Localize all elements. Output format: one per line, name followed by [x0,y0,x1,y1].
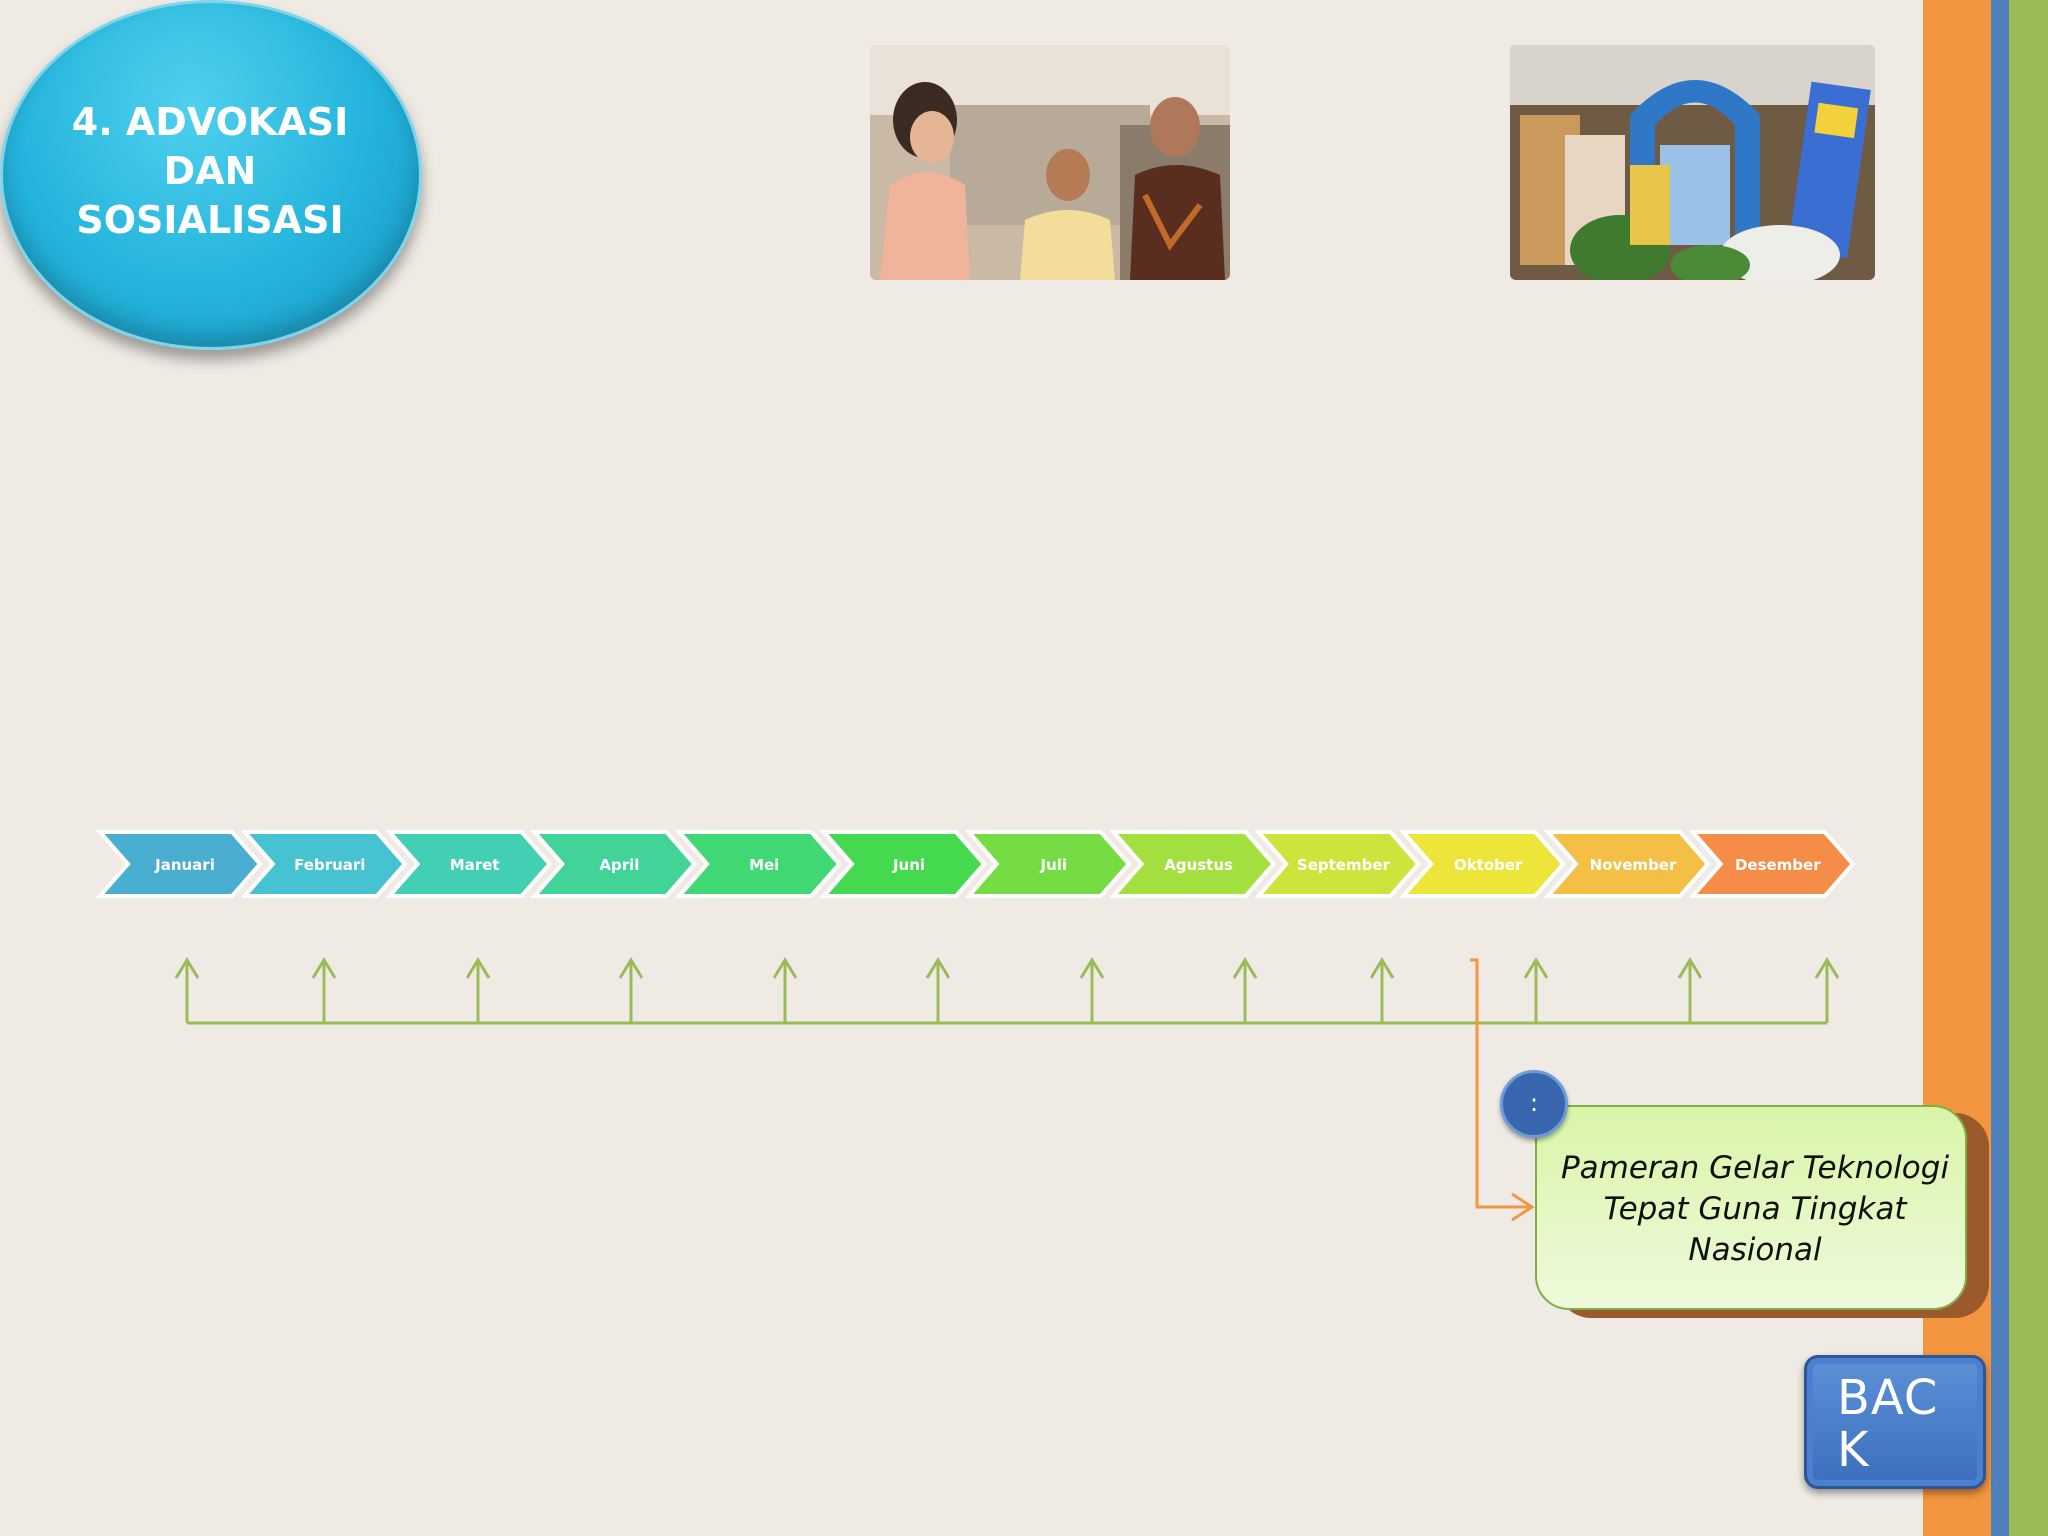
connector-arrow-3 [465,957,491,1023]
month-label-juni: Juni [892,856,925,874]
connector-arrow-4 [618,957,644,1023]
highlight-connector [1470,958,1530,1209]
month-label-mei: Mei [749,856,779,874]
connector-arrow-2 [311,957,337,1023]
month-chevron-oktober [1398,830,1566,898]
exhibition-people-photo [870,45,1230,280]
month-chevron-desember [1688,830,1856,898]
slide-title: 4. ADVOKASI DAN SOSIALISASI [71,100,349,242]
month-chevron-april [529,830,698,898]
title-ellipse [0,0,422,350]
month-label-oktober: Oktober [1454,856,1523,874]
highlight-arrowhead [1511,1192,1535,1222]
callout-text: Pameran Gelar Teknologi Tepat Guna Tingk… [1560,1150,1950,1268]
connector-arrow-5 [772,957,798,1023]
connector-arrow-6 [925,957,951,1023]
month-label-juli: Juli [1040,856,1068,874]
month-label-april: April [599,856,639,874]
month-chevron-februari [240,830,408,898]
month-chevron-januari [95,830,263,898]
month-chevron-maret [385,830,553,898]
callout-marker: : [1500,1070,1568,1138]
month-chevron-agustus [1109,830,1277,898]
month-label-november: November [1590,856,1677,874]
side-stripe-blue [1991,0,2009,1536]
callout-box [1535,1105,1967,1310]
connector-arrow-10 [1523,957,1549,1023]
month-label-januari: Januari [154,856,215,874]
back-button-label: BACK [1837,1370,1939,1478]
connector-arrow-1 [174,957,200,1023]
month-chevron-september [1253,830,1422,898]
connector-arrow-8 [1232,957,1258,1023]
side-stripe-green [2009,0,2048,1536]
exhibition-booth-photo [1510,45,1875,280]
back-button[interactable]: BACK [1804,1355,1986,1489]
month-chevron-mei [674,830,842,898]
connector-arrow-11 [1677,957,1703,1023]
connector-arrow-12 [1814,957,1840,1023]
month-label-september: September [1297,856,1391,874]
month-chevron-juli [964,830,1132,898]
month-chevron-november [1543,830,1711,898]
connector-arrow-7 [1079,957,1105,1023]
month-label-desember: Desember [1735,856,1821,874]
connector-arrow-9 [1369,957,1395,1023]
month-label-februari: Februari [294,856,365,874]
month-label-maret: Maret [450,856,500,874]
month-label-agustus: Agustus [1164,856,1233,874]
month-chevron-juni [819,830,987,898]
